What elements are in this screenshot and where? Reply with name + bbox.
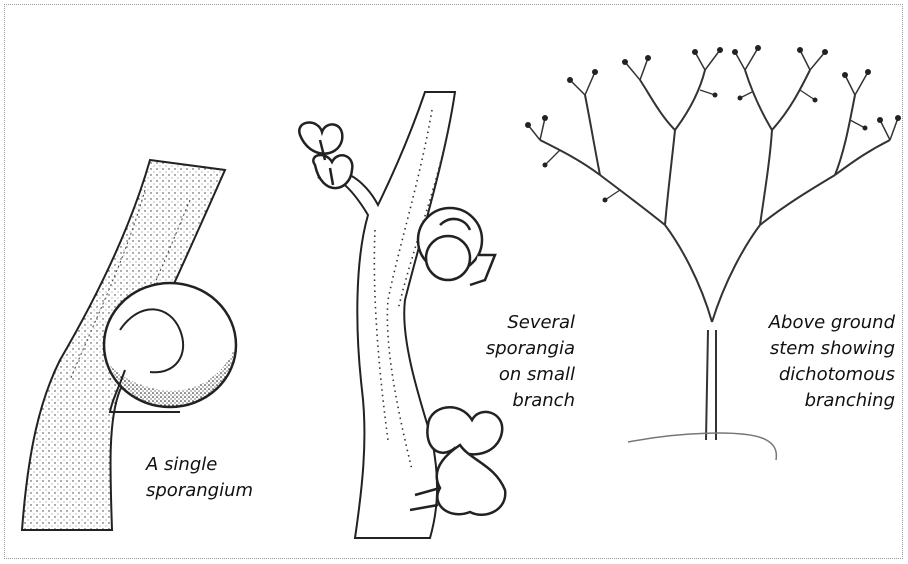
ground-line	[628, 433, 776, 460]
caption-dichotomous-stem: Above ground stem showing dichotomous br…	[730, 310, 895, 414]
stem-tips	[525, 45, 901, 203]
